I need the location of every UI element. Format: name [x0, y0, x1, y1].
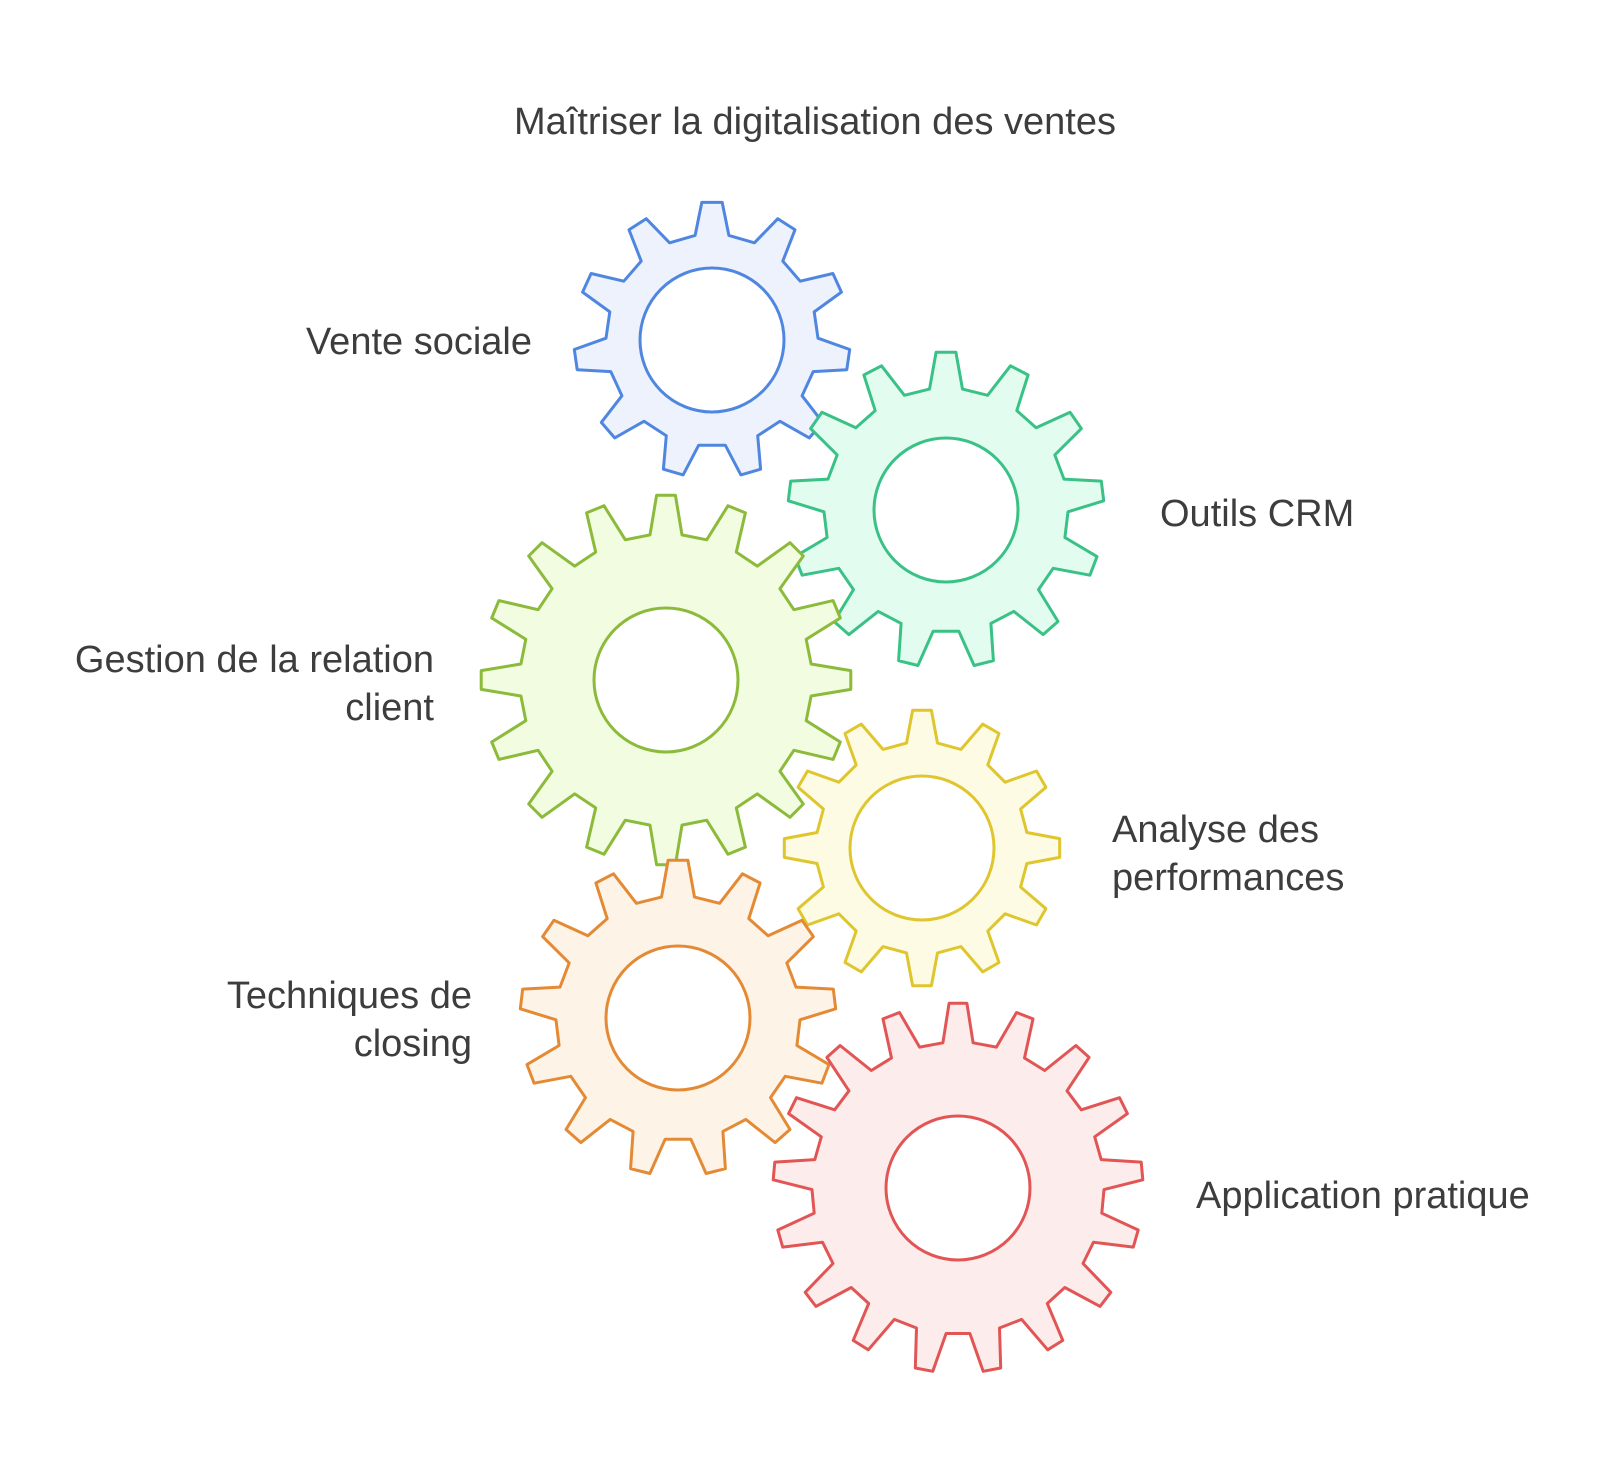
- gear-outils-crm: [786, 350, 1106, 667]
- label-techniques-closing: Techniques de closing: [60, 972, 472, 1068]
- gear-vente-sociale-hole: [638, 266, 786, 414]
- gear-gestion-relation-client: [479, 493, 853, 867]
- gear-analyse-performances-hole: [848, 774, 996, 922]
- label-application-pratique: Application pratique: [1196, 1172, 1596, 1220]
- label-techniques-closing-line-2: closing: [353, 1023, 472, 1065]
- gear-outils-crm-hole: [872, 436, 1020, 584]
- gear-application-pratique-hole: [884, 1114, 1032, 1262]
- label-analyse-performances-line-2: performances: [1112, 857, 1345, 899]
- label-gestion-relation-client-line-2: client: [345, 687, 434, 729]
- label-analyse-performances-line-1: Analyse des: [1112, 809, 1320, 851]
- gear-analyse-performances: [782, 708, 1062, 988]
- gear-techniques-closing: [518, 858, 838, 1175]
- label-gestion-relation-client: Gestion de la relation client: [20, 636, 434, 732]
- label-techniques-closing-line-1: Techniques de: [226, 975, 472, 1017]
- label-vente-sociale: Vente sociale: [180, 318, 532, 366]
- gear-application-pratique: [771, 1001, 1145, 1373]
- label-outils-crm-line-1: Outils CRM: [1160, 493, 1355, 535]
- label-gestion-relation-client-line-1: Gestion de la relation: [74, 639, 434, 681]
- gear-vente-sociale: [572, 200, 852, 477]
- label-analyse-performances: Analyse des performances: [1112, 806, 1512, 902]
- diagram-title: Maîtriser la digitalisation des ventes: [514, 101, 1116, 143]
- label-outils-crm: Outils CRM: [1160, 490, 1560, 538]
- gear-gestion-relation-client-hole: [592, 606, 740, 754]
- label-vente-sociale-line-1: Vente sociale: [305, 321, 532, 363]
- label-application-pratique-line-1: Application pratique: [1196, 1175, 1530, 1217]
- gear-techniques-closing-hole: [604, 944, 752, 1092]
